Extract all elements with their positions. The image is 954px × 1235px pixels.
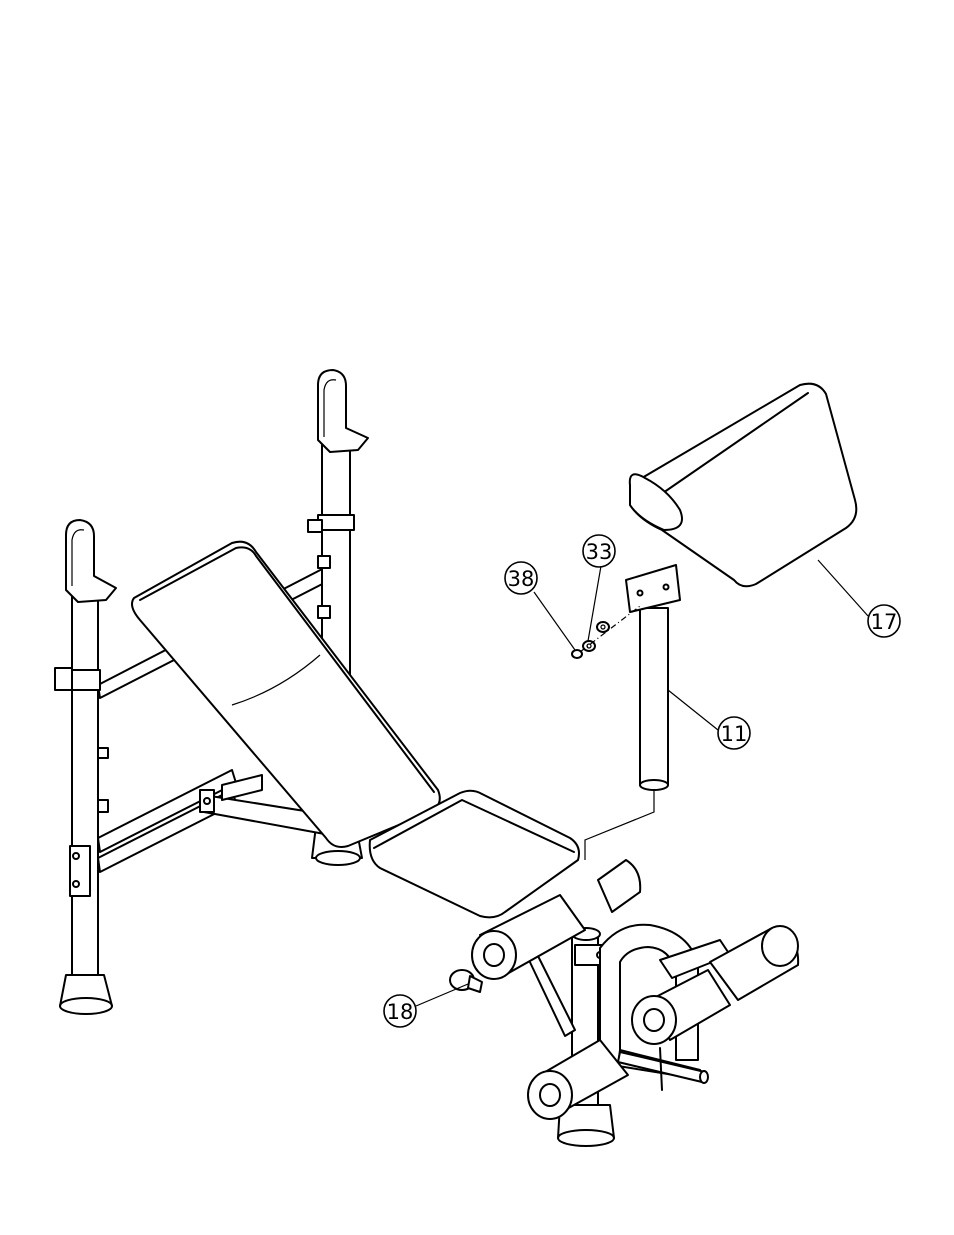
washer-part-33 xyxy=(583,622,609,651)
svg-text:11: 11 xyxy=(721,722,748,746)
knob-part-18 xyxy=(450,970,482,992)
svg-text:18: 18 xyxy=(387,1000,414,1024)
lower-crossbar xyxy=(98,770,236,872)
curl-post-part-11 xyxy=(585,608,668,860)
svg-text:38: 38 xyxy=(508,567,535,591)
upper-right-roller xyxy=(598,860,640,912)
callout-11: 11 xyxy=(718,717,750,749)
svg-text:33: 33 xyxy=(586,540,613,564)
left-bar-catch xyxy=(66,520,116,602)
callout-38: 38 xyxy=(505,562,537,594)
curl-bracket xyxy=(626,565,680,612)
right-bar-catch xyxy=(318,370,368,452)
left-upright xyxy=(55,595,112,1014)
svg-text:17: 17 xyxy=(871,610,898,634)
callout-33: 33 xyxy=(583,535,615,567)
curl-pad-part-17 xyxy=(630,384,857,587)
far-right-roller xyxy=(710,926,798,1000)
callout-18: 18 xyxy=(384,995,416,1027)
callout-17: 17 xyxy=(868,605,900,637)
